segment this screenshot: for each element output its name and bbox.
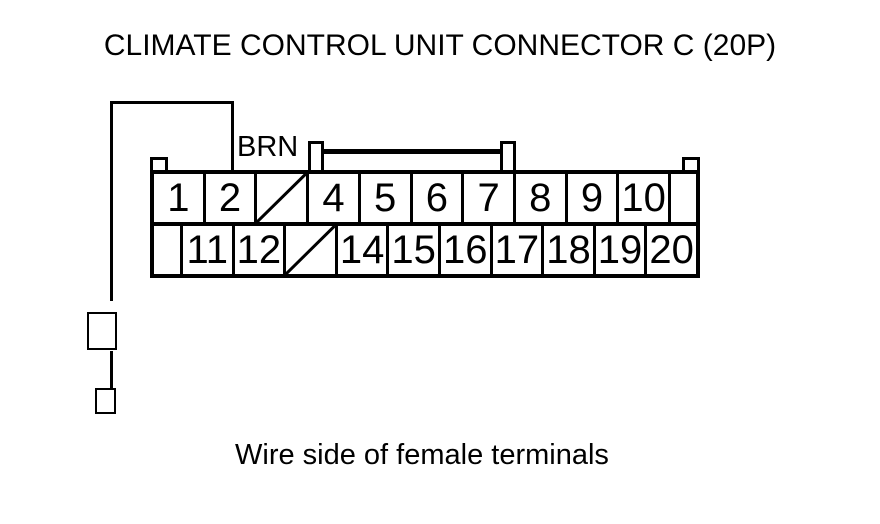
diagram-title: CLIMATE CONTROL UNIT CONNECTOR C (20P) [103, 29, 777, 62]
wire-color-label: BRN [237, 131, 299, 163]
missing-pin-13-cell [283, 226, 335, 274]
pin-cell-17: 17 [489, 226, 542, 274]
pin-cell-15: 15 [386, 226, 438, 274]
pin-cell-8: 8 [512, 174, 565, 222]
pin-cell-14: 14 [334, 226, 387, 274]
view-caption: Wire side of female terminals [235, 439, 609, 471]
pin-row-top: 1 2 4 5 6 7 8 9 10 [154, 174, 696, 226]
pin-cell-12: 12 [231, 226, 284, 274]
inline-connector-symbol-small [95, 388, 116, 414]
pin-cell-10: 10 [616, 174, 668, 222]
wire-segment-horizontal [110, 101, 234, 104]
pin-cell-16: 16 [437, 226, 490, 274]
wire-segment-to-pin-2 [231, 101, 234, 170]
pin-cell-20: 20 [644, 226, 696, 274]
housing-latch-bar [323, 149, 503, 170]
no-pin-slash-icon [257, 174, 306, 222]
connector-body: 1 2 4 5 6 7 8 9 10 11 12 14 15 16 17 18 [150, 170, 700, 278]
pin-cell-4: 4 [306, 174, 358, 222]
housing-latch-left-post [308, 141, 324, 170]
pin-cell-18: 18 [541, 226, 593, 274]
pin-cell-1: 1 [167, 176, 190, 220]
top-row-blank-end-cell [668, 174, 696, 222]
pin-cell-6: 6 [409, 174, 462, 222]
pin-cell-19: 19 [592, 226, 645, 274]
no-pin-slash-icon [286, 226, 335, 274]
inline-connector-symbol-large [87, 312, 117, 350]
pin-row-bottom: 11 12 14 15 16 17 18 19 20 [154, 226, 696, 274]
wire-segment-between-symbols [110, 351, 113, 390]
housing-latch-right-post [500, 141, 516, 170]
wire-segment-vertical-left [110, 101, 113, 301]
pin-cell-11: 11 [180, 226, 232, 274]
pin-cell-2: 2 [202, 174, 255, 222]
pin-cell-7: 7 [461, 174, 513, 222]
housing-right-tab [682, 157, 700, 170]
missing-pin-3-cell [254, 174, 306, 222]
bottom-row-blank-start-cell [154, 226, 180, 274]
pin-cell-5: 5 [357, 174, 410, 222]
pin-cell-9: 9 [564, 174, 617, 222]
housing-left-tab [150, 157, 168, 170]
